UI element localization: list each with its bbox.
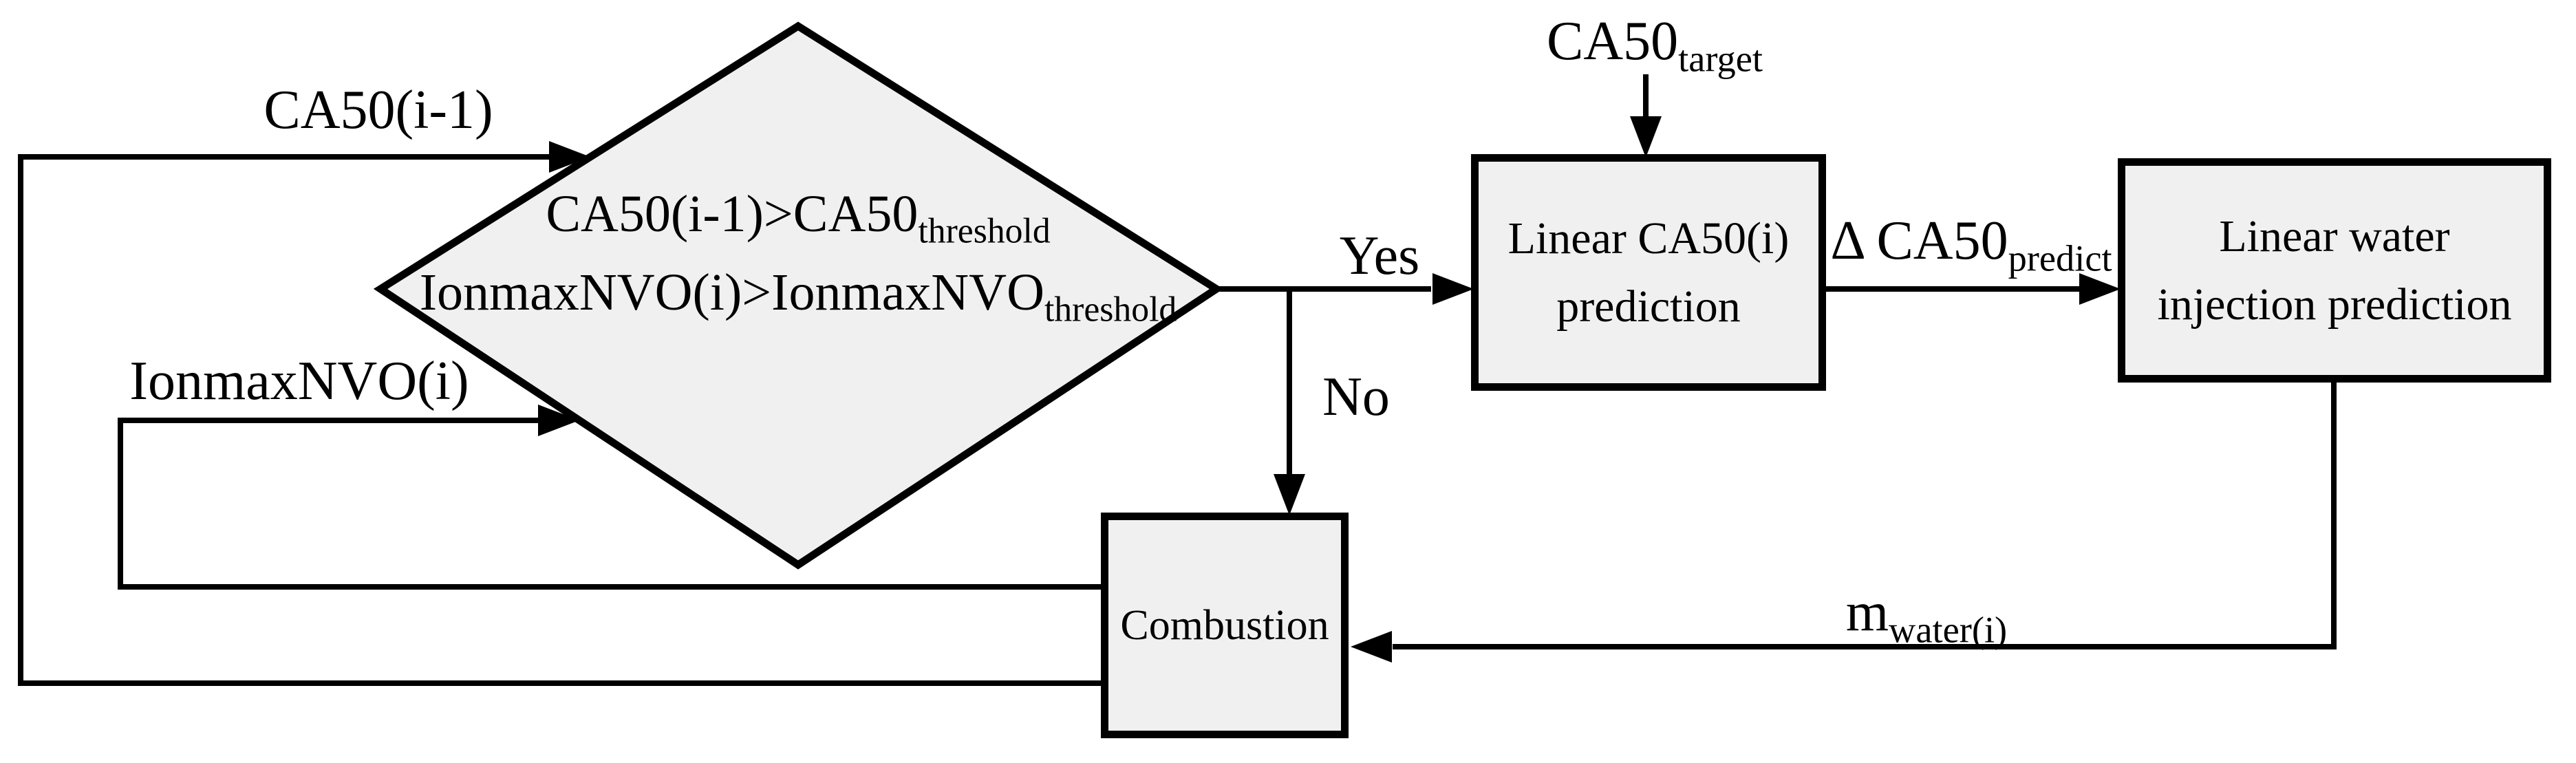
ca50-prediction-box-label: Linear CA50(i) prediction	[1508, 204, 1790, 341]
label-m-water-sub: water(i)	[1889, 609, 2008, 651]
decision-diamond	[373, 21, 1224, 570]
ca50-prediction-line1: Linear CA50(i)	[1507, 213, 1790, 264]
feedback-inner-line	[118, 418, 1104, 590]
water-injection-line2: injection prediction	[2157, 279, 2512, 330]
label-yes: Yes	[1339, 226, 1420, 286]
label-ca50-target-sub: target	[1678, 38, 1763, 80]
feedback-inner-arrowhead	[538, 405, 579, 436]
feedback-outer-line	[18, 154, 1104, 686]
ca50-prediction-box: Linear CA50(i) prediction	[1471, 154, 1826, 391]
m-water-arrowhead	[1351, 631, 1392, 663]
combustion-box-label: Combustion	[1120, 601, 1329, 649]
label-ca50-target: CA50target	[1479, 12, 1830, 79]
diamond-condition-line1: CA50(i-1)>CA50threshold	[385, 185, 1211, 251]
water-injection-box-label: Linear water injection prediction	[2157, 202, 2511, 338]
combustion-box: Combustion	[1101, 513, 1349, 738]
ca50-target-arrowhead	[1630, 116, 1662, 158]
water-injection-box: Linear water injection prediction	[2118, 158, 2551, 383]
delta-ca50-arrowhead	[2079, 273, 2121, 305]
label-delta-ca50-predict-main: Δ CA50	[1830, 211, 2008, 271]
water-injection-line1: Linear water	[2219, 211, 2450, 261]
diamond-condition-line1-main: CA50(i-1)>CA50	[546, 185, 919, 243]
label-m-water: mwater(i)	[1789, 583, 2064, 650]
label-ca50-target-main: CA50	[1547, 11, 1679, 72]
m-water-line	[1393, 380, 2337, 649]
diamond-condition-line2: IonmaxNVO(i)>IonmaxNVOthreshold	[282, 264, 1314, 330]
label-delta-ca50-predict: Δ CA50predict	[1823, 212, 2119, 279]
yes-arrowhead	[1432, 273, 1474, 305]
no-arrowhead	[1274, 474, 1305, 515]
diamond-condition-line2-sub: threshold	[1044, 290, 1177, 330]
label-ca50-prev: CA50(i-1)	[264, 80, 493, 140]
label-delta-ca50-predict-sub: predict	[2008, 237, 2112, 279]
diamond-condition-line1-sub: threshold	[918, 211, 1051, 251]
ca50-prediction-line2: prediction	[1556, 281, 1741, 332]
label-ionmax-nvo: IonmaxNVO(i)	[129, 351, 469, 411]
label-no: No	[1322, 367, 1390, 427]
label-m-water-main: m	[1845, 582, 1889, 643]
feedback-outer-arrowhead	[549, 141, 590, 173]
diamond-condition-line2-main: IonmaxNVO(i)>IonmaxNVO	[419, 264, 1044, 321]
